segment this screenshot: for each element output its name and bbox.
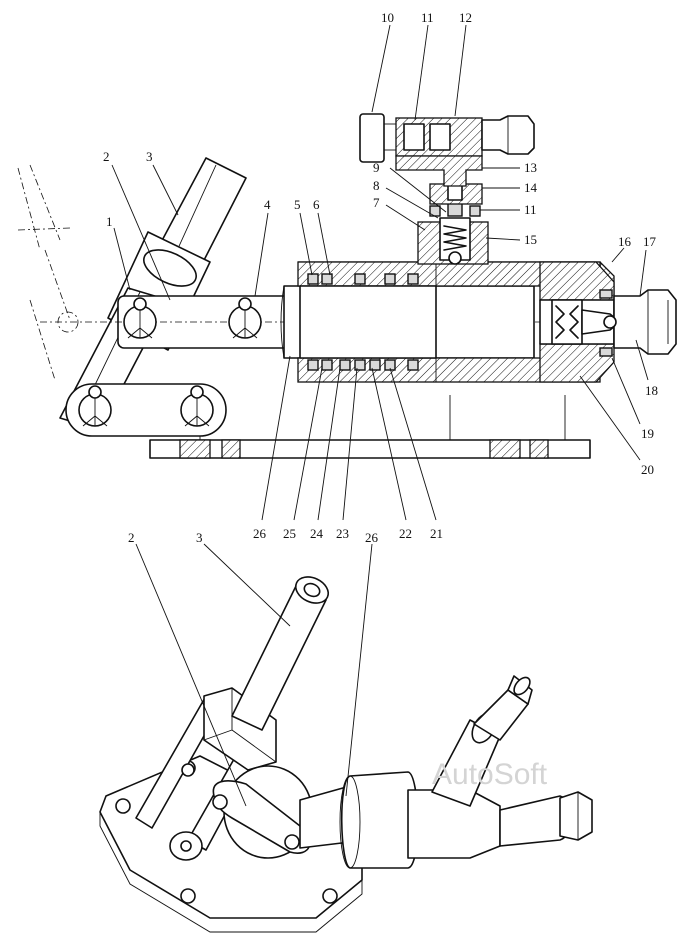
inlet-tee-fitting <box>359 113 535 187</box>
seal-rings <box>307 273 419 371</box>
iso-label-3: 3 <box>196 530 203 545</box>
pin-upper-left <box>123 297 157 339</box>
label-19: 19 <box>641 426 654 441</box>
label-20: 20 <box>641 462 654 477</box>
label-11-top: 11 <box>421 10 434 25</box>
label-16: 16 <box>618 234 632 249</box>
lower-link-bar <box>65 383 227 437</box>
label-14: 14 <box>524 180 538 195</box>
label-6: 6 <box>313 197 320 212</box>
label-10: 10 <box>381 10 394 25</box>
iso-handle-tube <box>231 576 330 731</box>
outlet-check-valve <box>551 289 677 357</box>
label-1: 1 <box>106 214 113 229</box>
base-plate <box>149 395 591 459</box>
watermark: AutoSoft <box>432 758 548 791</box>
label-26: 26 <box>253 526 267 541</box>
label-15: 15 <box>524 232 537 247</box>
iso-inlet-nozzle <box>431 675 533 807</box>
label-5: 5 <box>294 197 301 212</box>
label-11-right: 11 <box>524 202 537 217</box>
label-25: 25 <box>283 526 296 541</box>
label-7: 7 <box>373 195 380 210</box>
label-13: 13 <box>524 160 537 175</box>
label-24: 24 <box>310 526 324 541</box>
label-4: 4 <box>264 197 271 212</box>
label-21: 21 <box>430 526 443 541</box>
leader-lines <box>111 24 649 521</box>
pin-lower-left <box>78 385 112 427</box>
label-22: 22 <box>399 526 412 541</box>
label-12: 12 <box>459 10 472 25</box>
pin-lower-right <box>180 385 214 427</box>
pump-body <box>297 261 615 383</box>
label-3: 3 <box>146 149 153 164</box>
label-2: 2 <box>103 149 110 164</box>
iso-label-2: 2 <box>128 530 135 545</box>
section-view <box>17 24 677 521</box>
label-18: 18 <box>645 383 658 398</box>
label-9: 9 <box>373 160 380 175</box>
label-23: 23 <box>336 526 349 541</box>
iso-lever-link <box>169 765 313 861</box>
isometric-view: AutoSoft <box>99 543 593 933</box>
part-labels: 1 2 3 4 5 6 7 8 9 10 11 12 13 14 11 15 1… <box>103 10 658 545</box>
lever-ghost-outline <box>17 164 79 381</box>
iso-cylinder <box>299 771 593 869</box>
iso-label-26: 26 <box>365 530 379 545</box>
label-8: 8 <box>373 178 380 193</box>
pivot-pins <box>78 297 262 427</box>
iso-leader-lines <box>135 543 373 807</box>
label-17: 17 <box>643 234 657 249</box>
pin-upper-right <box>228 297 262 339</box>
